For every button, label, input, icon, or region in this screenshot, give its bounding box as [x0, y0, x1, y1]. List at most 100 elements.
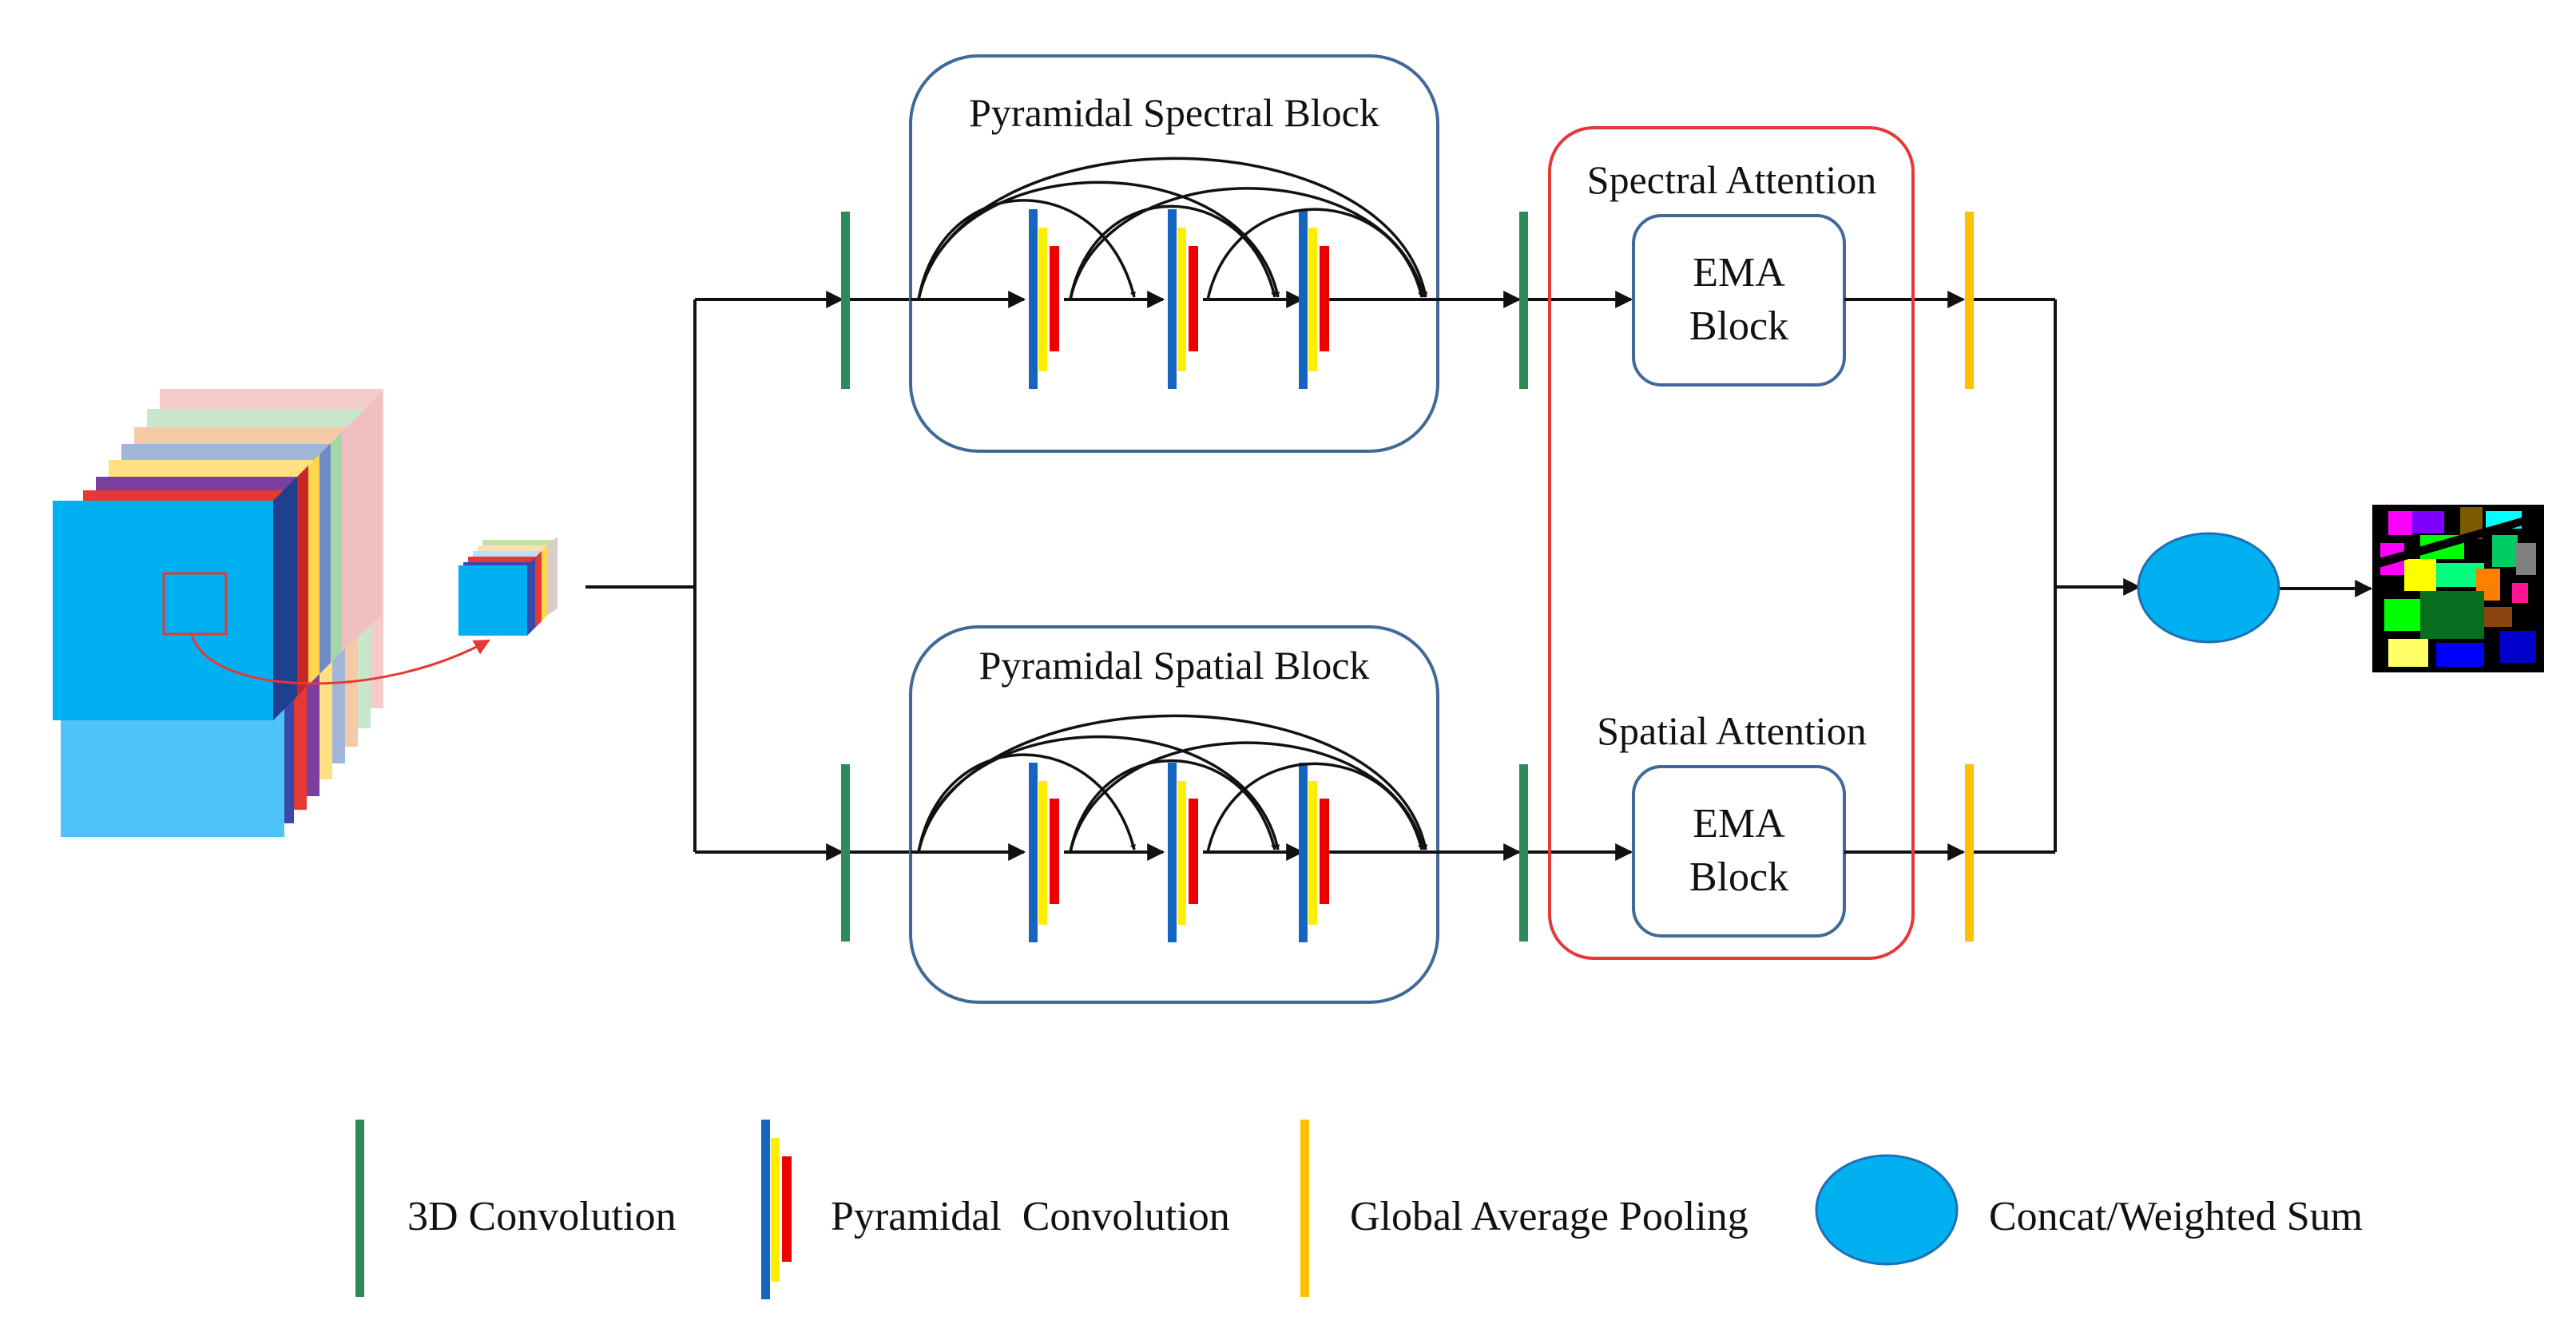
pyr-bar-blue — [1029, 209, 1038, 389]
pyr-bar-yellow — [1177, 228, 1186, 371]
pyr-bar-yellow — [1308, 228, 1317, 371]
spectral-attention-title: Spectral Attention — [1587, 157, 1876, 202]
gap-bar — [1965, 212, 1974, 389]
map-region — [2516, 543, 2536, 575]
pyr-bar-yellow — [1038, 781, 1047, 925]
legend-conv3d-swatch — [355, 1120, 364, 1297]
legend: 3D Convolution Pyramidal Convolution Glo… — [355, 1120, 2363, 1299]
map-region — [2492, 535, 2518, 567]
spatial-block-title: Pyramidal Spatial Block — [979, 643, 1370, 688]
skip-arc — [1069, 759, 1276, 853]
patch-front-face — [458, 565, 527, 636]
pyr-bar-yellow — [1308, 781, 1317, 925]
pyramidal-conv — [1299, 763, 1329, 942]
skip-arc — [917, 199, 1136, 300]
pyr-bar-blue — [1168, 209, 1177, 389]
patch-cube — [458, 537, 558, 636]
concat-weighted-sum-node — [2137, 532, 2280, 644]
skip-arc — [1069, 187, 1425, 300]
skip-arc — [917, 157, 1428, 300]
ema-label: Block — [1689, 303, 1788, 349]
skip-arc — [1206, 762, 1423, 853]
gap-bar — [1965, 764, 1974, 942]
cube-side — [308, 454, 320, 685]
patch-extraction-arrow — [190, 633, 490, 685]
merge-connectors — [2054, 299, 2373, 852]
cube-side — [297, 466, 308, 696]
pyramidal-conv — [1299, 209, 1329, 389]
pyr-bar-red — [1320, 246, 1329, 351]
pyr-bar-yellow — [1038, 228, 1047, 371]
pyramidal-conv — [1168, 209, 1198, 389]
map-region — [2404, 559, 2436, 591]
conv3d-bar — [1519, 764, 1528, 942]
pyr-bar-red — [1189, 246, 1198, 351]
spatial-attention-title: Spatial Attention — [1597, 708, 1866, 753]
hyperspectral-cube — [53, 389, 383, 837]
legend-conv3d-label: 3D Convolution — [407, 1194, 677, 1239]
patch-side — [535, 551, 542, 628]
map-region — [2512, 583, 2528, 603]
patch-side — [527, 557, 535, 636]
pyr-bar-red — [1320, 799, 1329, 904]
main-connectors — [585, 291, 844, 861]
map-region — [2436, 643, 2484, 667]
pyr-bar-blue — [1299, 763, 1308, 942]
legend-concat-swatch — [1815, 1154, 1959, 1266]
attention-container — [1548, 126, 1915, 960]
cube-side — [320, 443, 331, 674]
map-region — [2388, 639, 2428, 667]
cube-side — [342, 392, 382, 652]
legend-pyramidal-label: Pyramidal Convolution — [831, 1194, 1230, 1239]
legend-concat-label: Concat/Weighted Sum — [1989, 1194, 2363, 1239]
skip-arc — [1206, 208, 1423, 300]
pyr-bar-red — [1189, 799, 1198, 904]
pyr-bar-blue — [1299, 209, 1308, 389]
ema-block-top — [1632, 214, 1846, 387]
top-branch: Pyramidal Spectral Block — [841, 54, 2055, 453]
dense-skip-arcs — [917, 157, 1428, 300]
pyr-bar-red — [782, 1156, 792, 1262]
pyr-bar-blue — [761, 1120, 770, 1299]
bottom-branch: Pyramidal Spatial Block — [841, 625, 2055, 1004]
map-road — [2376, 511, 2544, 569]
map-region — [2484, 607, 2512, 627]
skip-arc — [917, 753, 1136, 853]
dense-skip-arcs — [917, 714, 1428, 853]
pyr-bar-yellow — [1177, 781, 1186, 925]
conv3d-bar — [841, 212, 850, 389]
map-region — [2420, 591, 2484, 639]
pyramidal-spectral-block — [909, 54, 1439, 453]
legend-gap-swatch — [1300, 1120, 1309, 1297]
pyr-bar-yellow — [771, 1138, 780, 1282]
conv3d-bar — [1519, 212, 1528, 389]
pyramidal-conv — [1029, 209, 1059, 389]
ema-block-bottom — [1632, 765, 1846, 938]
pyr-bar-blue — [1029, 763, 1038, 942]
legend-gap-label: Global Average Pooling — [1350, 1194, 1748, 1239]
patch-side — [542, 545, 548, 621]
pyramidal-spatial-block — [909, 625, 1439, 1004]
classification-map — [2372, 505, 2544, 672]
pyr-bar-blue — [1168, 763, 1177, 942]
pyramidal-conv — [1168, 763, 1198, 942]
cube-side — [273, 477, 297, 720]
pyr-bar-red — [1050, 799, 1059, 904]
ema-label: EMA — [1693, 250, 1785, 295]
ema-label: Block — [1689, 854, 1788, 900]
map-region — [2412, 511, 2444, 533]
legend-pyramidal-swatch — [761, 1120, 792, 1299]
patch-side — [548, 537, 558, 615]
pyramidal-conv — [1029, 763, 1059, 942]
pyr-bar-red — [1050, 246, 1059, 351]
conv3d-bar — [841, 764, 850, 942]
skip-arc — [1069, 741, 1425, 853]
map-region — [2384, 599, 2420, 631]
ema-label: EMA — [1693, 801, 1785, 846]
patch-selection-box — [162, 572, 228, 636]
spectral-block-title: Pyramidal Spectral Block — [969, 90, 1379, 135]
cube-side — [331, 432, 342, 663]
skip-arc — [917, 714, 1428, 853]
map-region — [2500, 631, 2536, 663]
